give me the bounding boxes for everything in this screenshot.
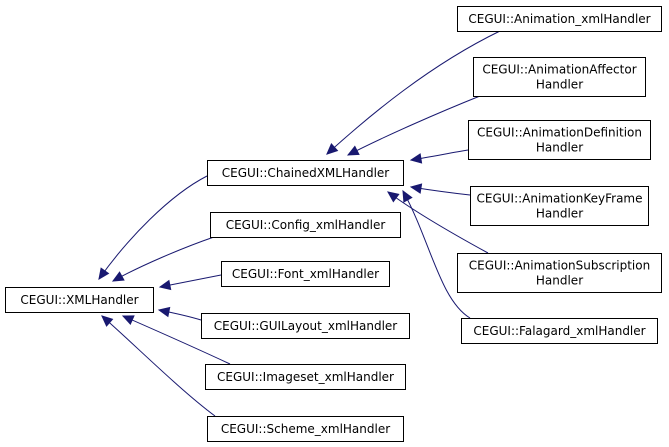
- class-name-label: Handler: [536, 207, 583, 221]
- edge-line: [122, 315, 231, 365]
- edge-line: [98, 175, 208, 280]
- class-box[interactable]: [205, 364, 406, 390]
- class-node-scheme[interactable]: CEGUI::Scheme_xmlHandler: [207, 416, 404, 442]
- edge-affector-to-chained: [346, 95, 481, 156]
- arrowhead-icon: [409, 153, 423, 164]
- class-name-label: CEGUI::Config_xmlHandler: [226, 218, 386, 232]
- class-box[interactable]: [210, 212, 401, 238]
- class-name-label: Handler: [536, 78, 583, 92]
- class-box[interactable]: [5, 287, 154, 313]
- edge-config-to-xmlhandler: [111, 236, 215, 282]
- edge-line: [347, 95, 481, 156]
- class-box[interactable]: [473, 57, 646, 97]
- edge-imageset-to-xmlhandler: [121, 315, 231, 365]
- class-node-chained[interactable]: CEGUI::ChainedXMLHandler: [207, 160, 404, 186]
- class-name-label: CEGUI::Imageset_xmlHandler: [217, 370, 394, 384]
- edge-guilayout-to-xmlhandler: [157, 306, 202, 321]
- class-box[interactable]: [207, 416, 404, 442]
- arrowhead-icon: [98, 267, 110, 280]
- class-name-label: CEGUI::AnimationAffector: [482, 63, 636, 77]
- arrowhead-icon: [101, 315, 114, 327]
- edge-keyframe-to-chained: [409, 183, 471, 196]
- class-node-font[interactable]: CEGUI::Font_xmlHandler: [221, 261, 390, 287]
- edges-layer: [98, 30, 501, 417]
- class-node-falagard[interactable]: CEGUI::Falagard_xmlHandler: [461, 318, 658, 344]
- arrowhead-icon: [157, 306, 171, 318]
- edge-chained-to-xmlhandler: [98, 175, 208, 280]
- class-node-config[interactable]: CEGUI::Config_xmlHandler: [210, 212, 401, 238]
- arrowhead-icon: [326, 143, 339, 155]
- arrowhead-icon: [158, 279, 172, 291]
- class-name-label: CEGUI::AnimationSubscription: [469, 259, 650, 273]
- class-name-label: Handler: [536, 274, 583, 288]
- edge-definition-to-chained: [409, 149, 469, 164]
- edge-line: [112, 236, 215, 282]
- class-box[interactable]: [468, 120, 651, 160]
- arrowhead-icon: [409, 183, 423, 194]
- class-name-label: CEGUI::XMLHandler: [20, 293, 138, 307]
- nodes-layer: CEGUI::XMLHandler CEGUI::ChainedXMLHandle…: [5, 6, 662, 442]
- class-box[interactable]: [461, 318, 658, 344]
- class-node-xmlhandler[interactable]: CEGUI::XMLHandler: [5, 287, 154, 313]
- edge-falagard-to-chained: [402, 189, 471, 319]
- class-box[interactable]: [207, 160, 404, 186]
- class-name-label: CEGUI::Font_xmlHandler: [232, 267, 379, 281]
- arrowhead-icon: [121, 315, 135, 326]
- class-name-label: Handler: [536, 141, 583, 155]
- edge-line: [101, 315, 216, 417]
- class-name-label: CEGUI::Falagard_xmlHandler: [473, 324, 645, 338]
- class-node-guilayout[interactable]: CEGUI::GUILayout_xmlHandler: [201, 313, 410, 339]
- arrowhead-icon: [111, 271, 125, 282]
- class-node-imageset[interactable]: CEGUI::Imageset_xmlHandler: [205, 364, 406, 390]
- class-name-label: CEGUI::Scheme_xmlHandler: [221, 422, 390, 436]
- arrowhead-icon: [346, 145, 360, 156]
- class-name-label: CEGUI::GUILayout_xmlHandler: [214, 319, 398, 333]
- class-name-label: CEGUI::ChainedXMLHandler: [222, 166, 390, 180]
- edge-line: [387, 191, 489, 254]
- edge-animation-to-chained: [326, 30, 501, 155]
- class-name-label: CEGUI::AnimationKeyFrame: [477, 192, 643, 206]
- class-box[interactable]: [201, 313, 410, 339]
- edge-subscription-to-chained: [387, 191, 489, 254]
- class-name-label: CEGUI::Animation_xmlHandler: [468, 12, 650, 26]
- class-box[interactable]: [221, 261, 390, 287]
- edge-scheme-to-xmlhandler: [101, 315, 216, 417]
- class-box[interactable]: [470, 186, 649, 226]
- edge-line: [326, 30, 501, 155]
- edge-line: [402, 190, 471, 319]
- class-name-label: CEGUI::AnimationDefinition: [477, 126, 642, 140]
- class-box[interactable]: [457, 253, 662, 293]
- class-node-animation[interactable]: CEGUI::Animation_xmlHandler: [457, 6, 662, 32]
- class-box[interactable]: [457, 6, 662, 32]
- edge-font-to-xmlhandler: [158, 274, 222, 291]
- arrowhead-icon: [402, 189, 413, 203]
- arrowhead-icon: [387, 191, 400, 203]
